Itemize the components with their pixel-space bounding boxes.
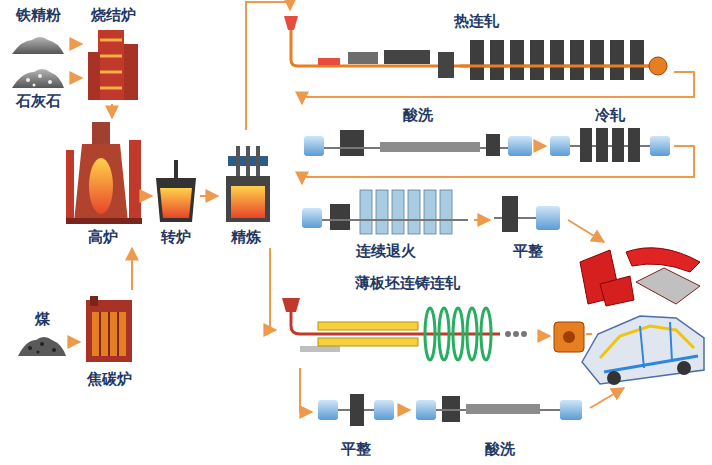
equipment-label: 热连轧: [278, 12, 674, 30]
limestone-pile: [12, 69, 64, 88]
equipment-label: 平整: [490, 242, 566, 260]
flow-arrow: [70, 341, 80, 343]
equipment-node: 石灰石: [6, 62, 70, 112]
equipment-label: 酸洗: [298, 106, 538, 124]
skin-pass-mill: [318, 394, 394, 426]
flow-arrow: [474, 219, 490, 221]
equipment-node: 酸洗: [410, 388, 590, 460]
equipment-node: 烧结炉: [82, 4, 144, 104]
equipment-node: 铁精粉: [6, 4, 70, 56]
equipment-node: 精炼: [218, 130, 274, 248]
sintering-furnace: [88, 30, 138, 100]
equipment-label: 焦碳炉: [80, 370, 138, 388]
flow-arrow: [300, 368, 312, 412]
flow-arrow: [200, 195, 218, 197]
equipment-node: 平整: [490, 184, 566, 262]
flow-arrow: [302, 146, 694, 184]
flow-arrow: [270, 248, 276, 330]
equipment-label: 冷轧: [546, 106, 674, 124]
coke-oven: [86, 296, 132, 362]
thin-slab-caster: [282, 298, 550, 360]
cold-rolling-mill: [550, 128, 670, 162]
hot-coil: [554, 322, 592, 352]
car-body: [582, 316, 704, 385]
equipment-label: 转炉: [152, 228, 200, 246]
equipment-node: 转炉: [152, 150, 200, 248]
equipment-label: 煤: [14, 310, 70, 328]
equipment-node: 连续退火: [298, 184, 474, 262]
flow-arrow: [70, 43, 82, 45]
continuous-annealing-line: [302, 190, 468, 234]
flow-arrow: [538, 145, 546, 147]
refining-vessel: [226, 146, 270, 222]
equipment-label: 平整: [312, 440, 400, 458]
equipment-label: 石灰石: [6, 92, 70, 110]
equipment-node: 热连轧: [278, 10, 674, 88]
equipment-label: 精炼: [218, 228, 274, 246]
equipment-label: 连续退火: [298, 242, 474, 260]
flow-arrow: [246, 2, 290, 130]
equipment-node: 平整: [312, 388, 400, 460]
flow-arrow: [111, 104, 113, 118]
flow-arrow: [70, 77, 82, 79]
equipment-label: 酸洗: [410, 440, 590, 458]
equipment-node: 冷轧: [546, 104, 674, 166]
equipment-label: 薄板坯连铸连轧: [276, 274, 538, 292]
equipment-node: 煤: [14, 308, 70, 360]
equipment-label: 高炉: [62, 228, 144, 246]
equipment-label: 烧结炉: [82, 6, 144, 24]
equipment-label: 铁精粉: [6, 6, 70, 24]
equipment-node: 薄板坯连铸连轧: [276, 272, 538, 368]
coal-pile: [18, 337, 66, 356]
blast-furnace: [66, 122, 142, 224]
equipment-node: 高炉: [62, 118, 144, 248]
equipment-node: 焦碳炉: [80, 290, 138, 390]
iron-powder-pile: [12, 37, 64, 54]
flow-arrow: [302, 72, 694, 104]
flow-arrow: [131, 248, 133, 290]
flow-arrow: [400, 409, 410, 411]
flow-arrow: [144, 195, 152, 197]
skin-pass-mill: [494, 196, 560, 232]
equipment-node: 酸洗: [298, 104, 538, 166]
converter: [156, 160, 196, 222]
pickling-line: [416, 388, 624, 422]
car-parts: [568, 220, 700, 306]
pickling-line: [304, 130, 532, 156]
